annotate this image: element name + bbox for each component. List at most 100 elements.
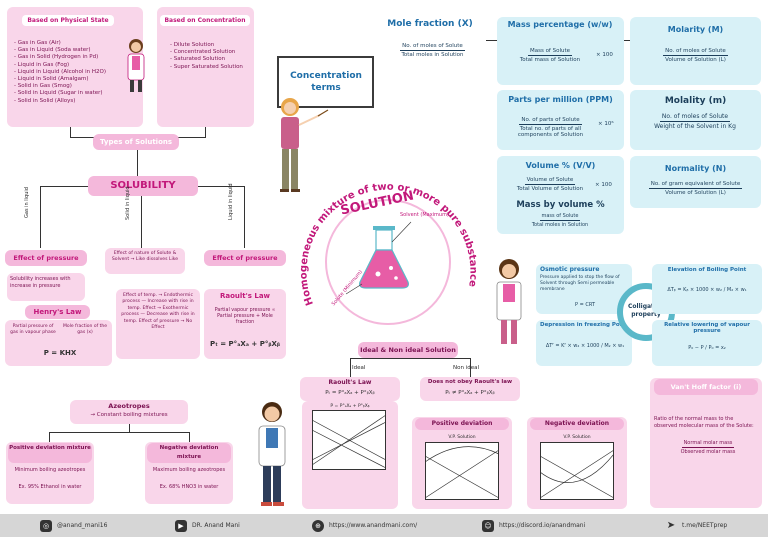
list-item: Gas in Gas (Air): [14, 40, 124, 47]
teacher-figure-icon: [280, 98, 329, 192]
ppm-num: No. of parts of Solute: [519, 117, 582, 125]
raoult-law-equation: Pₜ = P°ₐXₐ + P°ᵦXᵦ: [209, 340, 281, 348]
ppm-mult: × 10⁶: [598, 121, 614, 127]
colligative-center-label: Colligative property: [628, 303, 664, 318]
vant-hoff-title: Van't Hoff factor (i): [654, 379, 758, 395]
girl-scientist-right-icon: [496, 259, 522, 344]
normality-formula: No. of gram equivalent of Solute Volume …: [634, 181, 757, 196]
positive-vp-label: V.P. Solution: [448, 435, 476, 440]
list-item: Liquid in Liquid (Alcohol in H2O): [14, 69, 124, 76]
solubility-increases-box: Solubility increases with increase in pr…: [7, 273, 85, 301]
discord-url: https://discord.io/anandmani: [499, 522, 586, 529]
connector-line: [189, 432, 190, 442]
connector-line: [470, 358, 471, 380]
ppm-card: [497, 90, 624, 150]
branch-liquid-in-liquid: Liquid in liquid: [228, 183, 234, 220]
list-item: Solid in Solid (Alloys): [14, 98, 124, 105]
footer-telegram[interactable]: ➤ t.me/NEETprep: [665, 520, 727, 532]
mass-percentage-title: Mass percentage (w/w): [507, 20, 613, 29]
list-item: Super Saturated Solution: [170, 64, 254, 71]
ideal-nonideal-title: Ideal & Non ideal Solution: [358, 342, 458, 358]
mass-by-volume-title: Mass by volume %: [516, 200, 605, 210]
boy-scientist-icon: [258, 402, 286, 506]
telegram-url: t.me/NEETprep: [682, 522, 728, 529]
connector-line: [49, 432, 189, 433]
connector-line: [141, 196, 142, 248]
negative-deviation-graph: [540, 442, 614, 500]
connector-line: [624, 40, 632, 41]
footer-youtube[interactable]: ▶ DR. Anand Mani: [175, 519, 240, 532]
connector-line: [350, 358, 351, 380]
ideal-graph: [312, 410, 386, 470]
vant-hoff-den: Observed molar mass: [680, 449, 736, 455]
types-of-solutions-label: Types of Solutions: [93, 134, 179, 150]
ideal-label: Ideal: [352, 365, 366, 371]
mole-fraction-den: Total moles in Solution: [401, 52, 464, 58]
elevation-card: [652, 264, 762, 314]
azeotropes-title: Azeotropes: [108, 402, 150, 410]
mole-fraction-num: No. of moles of Solute: [400, 43, 465, 51]
youtube-channel: DR. Anand Mani: [192, 522, 240, 529]
elevation-title: Elevation of Boiling Point: [667, 267, 747, 273]
molarity-num: No. of moles of Solute: [663, 48, 728, 56]
ideal-raoult-title: Raoult's Law: [328, 379, 372, 386]
connector-line: [244, 186, 245, 248]
ppm-title: Parts per million (PPM): [508, 95, 613, 104]
connector-line: [129, 424, 130, 432]
connector-line: [486, 40, 498, 41]
henry-equation: P = KHX: [43, 349, 77, 357]
positive-deviation-graph: [425, 442, 499, 500]
mass-by-volume-num: mass of Solute: [539, 213, 581, 221]
henry-law-card: [5, 320, 112, 366]
lowering-eq: P₀ − P / P₀ = x₂: [688, 345, 726, 351]
mole-fraction-title: Mole fraction (X): [387, 19, 473, 29]
list-item: Gas in Solid (Hydrogen in Pd): [14, 54, 124, 61]
effect-nature-box: Effect of nature of Solute & Solvent → L…: [105, 248, 185, 274]
branch-gas-in-liquid: Gas in liquid: [24, 187, 30, 218]
instagram-handle: @anand_mani16: [57, 522, 108, 529]
youtube-icon: ▶: [175, 519, 187, 532]
connector-line: [350, 358, 470, 359]
footer-instagram[interactable]: ◎ @anand_mani16: [40, 519, 108, 532]
connector-line: [205, 127, 206, 137]
molality-card: [630, 90, 761, 150]
physical-state-title: Based on Physical State: [22, 15, 114, 26]
mole-fraction-formula: No. of moles of Solute Total moles in So…: [385, 43, 480, 58]
footer-discord[interactable]: ☺ https://discord.io/anandmani: [482, 519, 586, 532]
list-item: Liquid in Solid (Amalgam): [14, 76, 124, 83]
mass-percentage-card: [497, 17, 624, 85]
physical-state-list: Gas in Gas (Air) Gas in Liquid (Soda wat…: [14, 40, 124, 105]
effect-pressure-box-2: Effect of pressure: [204, 250, 286, 266]
azeotropes-card: [70, 400, 188, 424]
azeotropes-subtitle: → Constant boiling mixtures: [90, 412, 168, 418]
raoult-law-desc: Partial vapour pressure ∝ Partial pressu…: [214, 308, 276, 326]
negative-deviation-title: Negative deviation: [530, 418, 624, 430]
osmotic-title: Osmotic pressure: [540, 266, 600, 273]
mass-percentage-num: Mass of Solute: [527, 48, 573, 56]
connector-line: [198, 186, 244, 187]
solution-diagram: Homogeneous mixture of two or more pure …: [298, 182, 479, 325]
henry-right-text: Mole fraction of the gas (x): [63, 324, 107, 335]
depression-card: [536, 320, 632, 366]
footer-bar: ◎ @anand_mani16 ▶ DR. Anand Mani ⊕ https…: [0, 514, 768, 537]
mass-by-volume-den: Total moles in Solution: [531, 222, 589, 228]
ideal-raoult-card: [300, 377, 400, 401]
osmotic-card: [536, 264, 632, 314]
raoult-law-title: Raoult's Law: [219, 292, 271, 300]
discord-icon: ☺: [482, 519, 494, 532]
volume-percent-title: Volume % (V/V): [525, 161, 596, 170]
effect-temp-box: Effect of temp. → Endothermic process — …: [116, 289, 200, 359]
negative-mixture-example: Ex. 68% HNO3 in water: [159, 484, 219, 490]
raoult-law-card: [204, 289, 286, 359]
instagram-icon: ◎: [40, 519, 52, 532]
lowering-card: [652, 320, 762, 366]
molality-title: Molality (m): [664, 96, 727, 106]
normality-card: [630, 156, 761, 208]
connector-line: [40, 186, 88, 187]
normality-num: No. of gram equivalent of Solute: [648, 181, 743, 189]
negative-vp-label: V.P. Solution: [563, 435, 591, 440]
footer-website[interactable]: ⊕ https://www.anandmani.com/: [312, 519, 417, 532]
list-item: Gas in Liquid (Soda water): [14, 47, 124, 54]
solubility-title: SOLUBILITY: [88, 176, 198, 196]
girl-scientist-icon: [127, 39, 145, 92]
